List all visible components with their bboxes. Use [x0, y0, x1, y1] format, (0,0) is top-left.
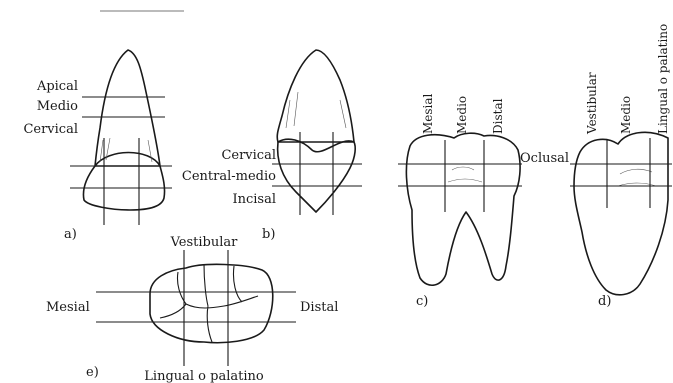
label-medio-d: Medio [619, 96, 633, 134]
tooth-c-shading [448, 167, 482, 182]
caption-c: c) [416, 294, 428, 309]
label-lingual-d: Lingual o palatino [656, 24, 670, 134]
label-cervical-b: Cervical [221, 148, 276, 163]
label-mesial-e: Mesial [46, 300, 90, 315]
label-medio-c: Medio [455, 96, 469, 134]
caption-e: e) [86, 365, 99, 380]
label-distal-c: Distal [491, 98, 505, 134]
caption-b: b) [262, 227, 275, 242]
caption-d: d) [598, 294, 611, 309]
figure-a: Apical Medio Cervical a) [23, 50, 172, 242]
tooth-b-shading [286, 92, 346, 128]
tooth-e-fissures [160, 264, 258, 342]
label-vestibular-d: Vestibular [585, 72, 599, 135]
caption-a: a) [64, 227, 77, 242]
tooth-a-root [95, 50, 160, 166]
label-distal-e: Distal [300, 300, 338, 315]
label-vestibular-e: Vestibular [170, 235, 239, 250]
tooth-b-root [277, 50, 354, 142]
label-oclusal: Oclusal [520, 151, 569, 166]
figure-e: Vestibular Lingual o palatino Mesial Dis… [46, 235, 338, 383]
figure-c: Mesial Medio Distal Oclusal c) [398, 93, 569, 309]
label-central-medio: Central-medio [182, 169, 276, 184]
tooth-e-outline [150, 264, 273, 342]
label-cervical: Cervical [23, 122, 78, 137]
tooth-a-shading [100, 138, 152, 162]
tooth-c-outline [406, 133, 520, 285]
label-incisal: Incisal [232, 192, 276, 207]
label-lingual-e: Lingual o palatino [144, 369, 264, 383]
figure-b: Cervical Central-medio Incisal b) [182, 50, 362, 242]
tooth-d-outline [574, 132, 668, 294]
figure-d: Vestibular Medio Lingual o palatino d) [570, 24, 672, 309]
label-mesial-c: Mesial [421, 93, 435, 134]
label-apical: Apical [36, 79, 78, 94]
tooth-b-crown [278, 139, 356, 212]
label-medio: Medio [37, 99, 78, 114]
top-artifact [100, 10, 184, 12]
